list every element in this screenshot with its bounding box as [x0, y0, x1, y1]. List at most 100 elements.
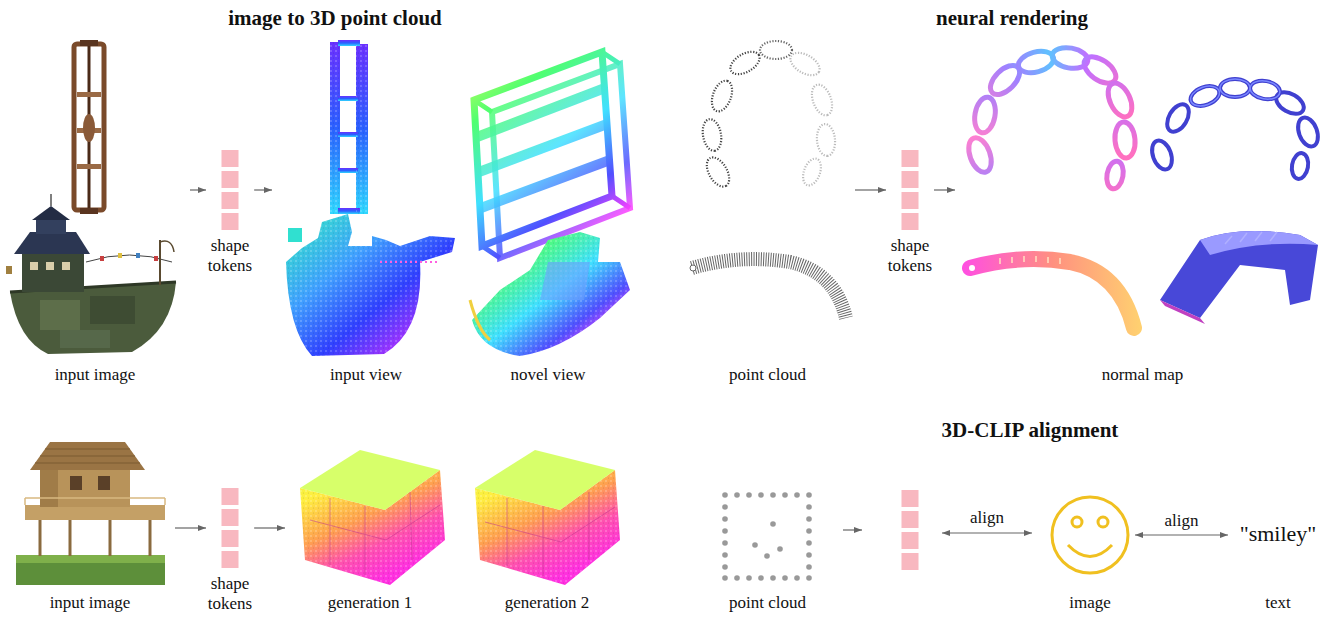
fan-image	[77, 92, 101, 97]
picture-panel: input image	[0, 35, 190, 387]
smiley-point-cloud	[806, 516, 812, 522]
house-image	[16, 562, 165, 585]
picture-panel: novel view	[464, 35, 632, 387]
shape-token-stack	[902, 213, 919, 230]
picture-panel: point cloud	[700, 470, 835, 616]
bracelet-point-cloud	[700, 118, 723, 153]
shape-token-stack	[222, 530, 239, 547]
picture-panel: input view	[272, 35, 460, 387]
layout-arrow	[843, 529, 862, 530]
bracelet-point-cloud	[808, 82, 836, 118]
house-image	[40, 456, 135, 457]
smiley-point-cloud	[806, 528, 812, 534]
bracelet-normal-map	[972, 96, 998, 135]
house-image	[164, 498, 166, 505]
boat-image	[40, 300, 80, 330]
house-point-cloud	[475, 470, 620, 585]
house-image	[70, 476, 82, 490]
house-point-cloud	[310, 492, 440, 575]
fan-image	[77, 164, 101, 169]
hook-normal-map	[1240, 233, 1247, 242]
fan-point-cloud	[330, 40, 368, 214]
smiley-point-cloud	[722, 528, 728, 534]
fan-image	[74, 40, 104, 214]
hook-normal-map	[969, 256, 1134, 328]
bracelet-normal-map	[1188, 79, 1282, 110]
picture-panel: point cloud	[680, 35, 855, 387]
boat-image	[22, 250, 84, 292]
smiley-point-cloud	[752, 542, 758, 548]
fan-point-cloud	[356, 44, 368, 214]
fan-image	[80, 40, 98, 46]
smiley-point-cloud	[758, 575, 764, 581]
bracelet-normal-map	[1188, 82, 1222, 109]
smiley-point-cloud	[722, 504, 728, 510]
caption: point cloud	[680, 365, 855, 385]
shape-token-stack	[222, 488, 239, 568]
bracelet-normal-map	[1220, 79, 1250, 97]
hook-normal-map	[1225, 236, 1232, 244]
caption: normal map	[955, 365, 1330, 385]
smiley-point-cloud	[794, 492, 800, 498]
bracelet-normal-map	[1148, 79, 1321, 181]
smiley-image	[1072, 517, 1082, 527]
smiley-point-cloud	[722, 516, 728, 522]
boat-image	[36, 218, 66, 234]
boat-point-cloud	[286, 214, 455, 356]
text-panel: "smiley"text	[1228, 480, 1328, 616]
bracelet-normal-map	[1163, 101, 1194, 136]
smiley-point-cloud	[722, 564, 728, 570]
hook-normal-map	[999, 258, 1001, 264]
house-point-cloud	[475, 450, 620, 585]
hook-normal-map	[1160, 300, 1205, 324]
picture-panel: input image	[5, 432, 175, 616]
shelf-point-cloud	[474, 52, 630, 258]
smiley-point-cloud	[806, 504, 812, 510]
bracelet-normal-map	[964, 135, 995, 176]
bracelet-normal-map	[1148, 138, 1175, 172]
hook-point-cloud	[690, 259, 846, 318]
bracelet-point-cloud	[787, 48, 824, 80]
house-point-cloud	[485, 492, 615, 576]
smiley-point-cloud	[770, 521, 776, 527]
boat-point-cloud	[472, 232, 630, 356]
hook-normal-map	[1059, 258, 1061, 264]
bracelet-normal-map	[1290, 152, 1310, 180]
hook-normal-map	[969, 265, 975, 271]
hook-normal-map	[1255, 232, 1262, 241]
smiley-point-cloud	[722, 492, 812, 581]
house-point-cloud	[507, 498, 508, 566]
smiley-point-cloud	[806, 552, 812, 558]
house-image	[69, 520, 72, 556]
quoted-text: "smiley"	[1228, 521, 1328, 546]
fan-point-cloud	[330, 42, 368, 214]
hook-point-cloud	[690, 265, 696, 271]
house-image	[35, 449, 140, 463]
house-image	[109, 520, 112, 556]
boat-image	[32, 206, 70, 220]
shape-token-stack	[902, 490, 919, 507]
boat-image	[30, 262, 38, 270]
shape-token-stack	[902, 490, 919, 570]
bracelet-normal-map	[1273, 88, 1308, 119]
bracelet-normal-map	[1016, 48, 1056, 77]
fan-image	[74, 44, 104, 210]
picture-panel: generation 2	[462, 432, 632, 616]
fan-point-cloud	[338, 168, 358, 173]
smiley-image	[1098, 517, 1108, 527]
bracelet-normal-map	[1220, 79, 1250, 97]
picture-panel: normal map	[955, 35, 1330, 387]
fan-point-cloud	[330, 42, 340, 214]
house-image	[25, 498, 165, 505]
fan-point-cloud	[356, 44, 368, 214]
bracelet-normal-map	[1113, 121, 1136, 159]
token-stack: shape tokens	[206, 486, 254, 615]
caption: generation 1	[285, 593, 455, 613]
shape-token-stack	[222, 488, 239, 505]
connector-arrow	[254, 189, 272, 190]
fan-point-cloud	[338, 132, 358, 137]
caption: input image	[0, 365, 190, 385]
picture-panel: image	[1045, 480, 1135, 616]
smiley-image	[1052, 497, 1128, 573]
house-image	[40, 465, 58, 507]
